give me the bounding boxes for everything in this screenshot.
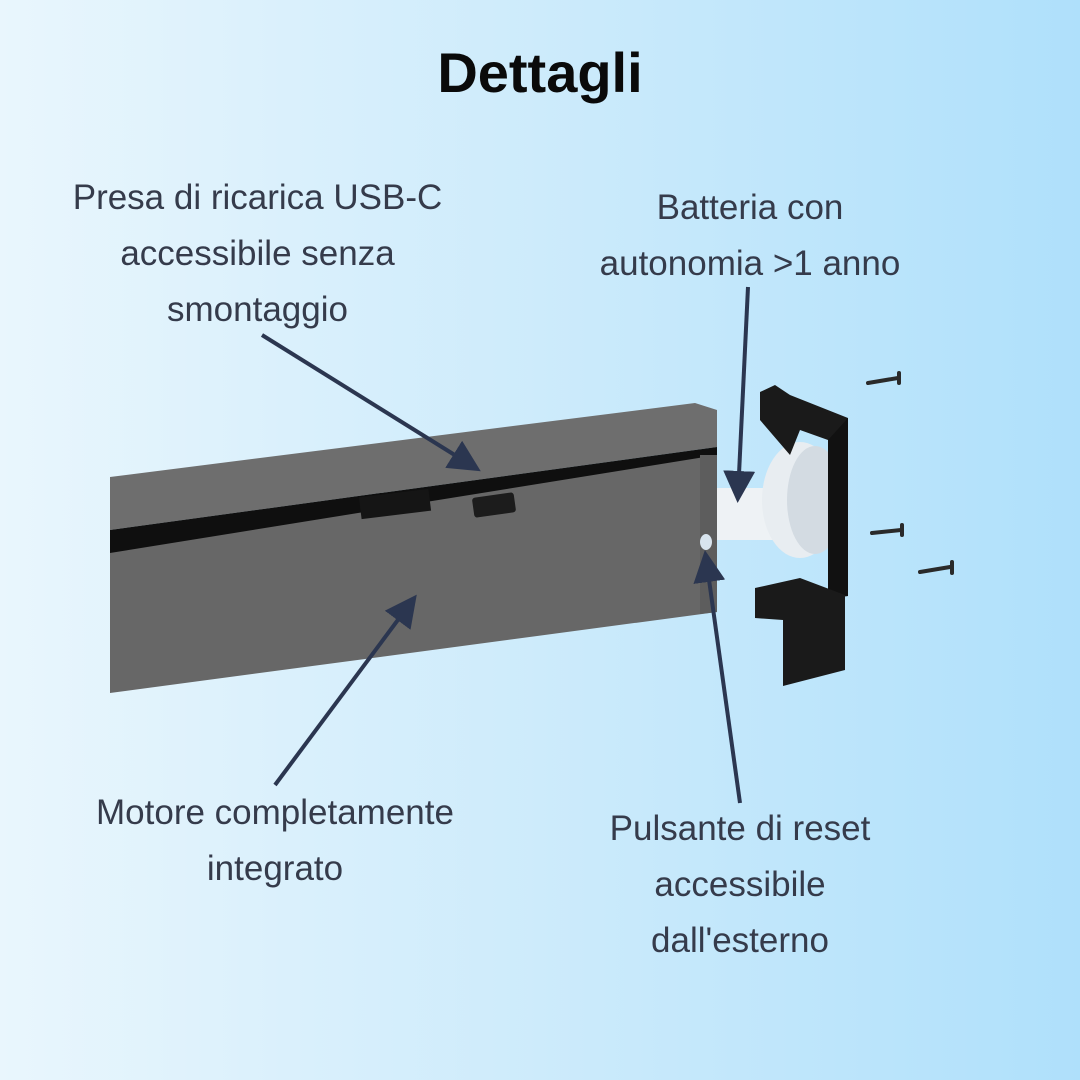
label-line: Pulsante di reset bbox=[609, 809, 871, 848]
label-line: accessibile bbox=[654, 865, 826, 904]
usb-port-label: Presa di ricarica USB-C accessibile senz… bbox=[20, 170, 495, 338]
label-line: dall'esterno bbox=[651, 921, 829, 960]
label-line: integrato bbox=[206, 849, 344, 888]
screws bbox=[866, 371, 954, 575]
label-line: Batteria con bbox=[656, 188, 844, 227]
end-cap bbox=[755, 385, 848, 686]
rail bbox=[110, 403, 717, 693]
usb-arrow bbox=[260, 333, 481, 472]
reset-button-hole bbox=[700, 534, 712, 550]
label-line: Motore completamente bbox=[96, 793, 454, 832]
page-title: Dettagli bbox=[437, 41, 643, 104]
reset-button-label: Pulsante di reset accessibile dall'ester… bbox=[560, 801, 920, 969]
label-line: accessibile senza bbox=[120, 234, 395, 273]
label-line: autonomia >1 anno bbox=[599, 244, 901, 283]
label-line: Presa di ricarica USB-C bbox=[72, 178, 443, 217]
label-line: smontaggio bbox=[167, 290, 348, 329]
battery-hub bbox=[717, 442, 843, 558]
battery-arrow bbox=[723, 286, 756, 503]
motor-label: Motore completamente integrato bbox=[30, 785, 520, 897]
usb-c-port bbox=[472, 492, 516, 518]
motor-arrow bbox=[273, 594, 417, 787]
battery-label: Batteria con autonomia >1 anno bbox=[530, 180, 970, 292]
reset-arrow bbox=[693, 550, 742, 804]
